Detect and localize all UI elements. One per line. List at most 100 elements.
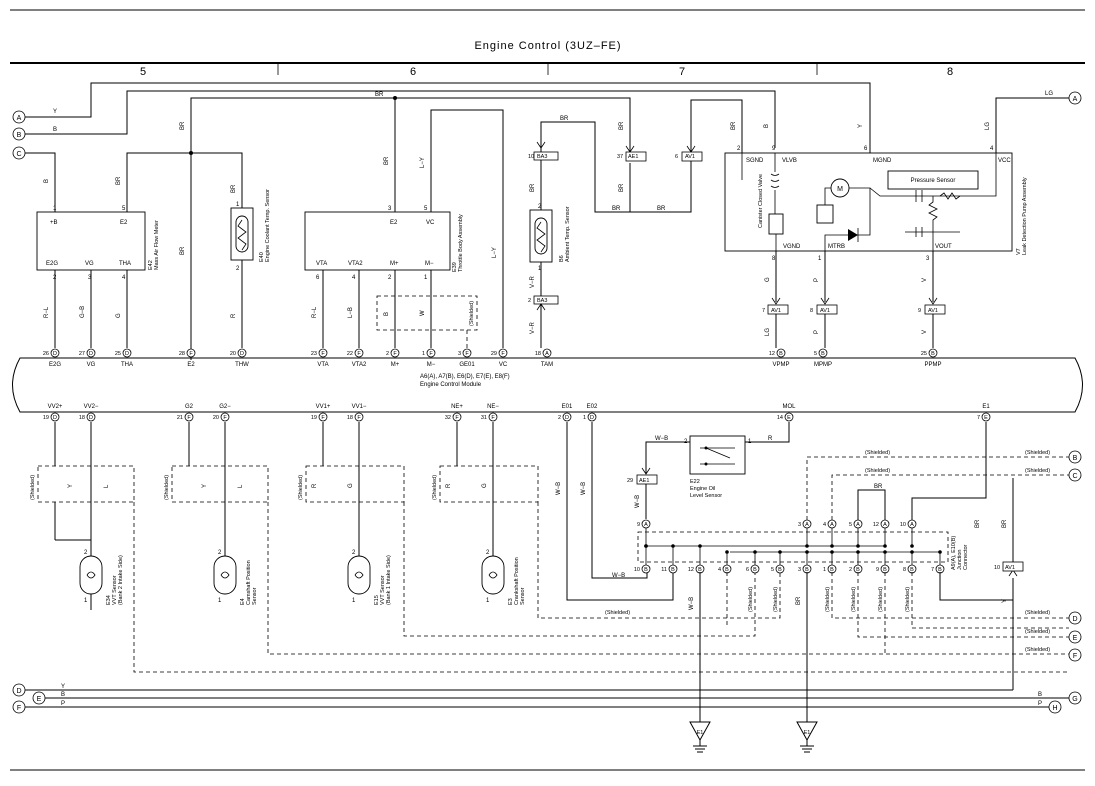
svg-text:B: B — [910, 567, 914, 573]
ecm-pin-vv1[interactable]: VV1−F18 — [347, 404, 367, 422]
junction-pin[interactable]: A4 — [823, 519, 837, 548]
connector-av1-10[interactable]: 10 AV1 — [994, 561, 1024, 577]
right-connector-e[interactable]: E — [1068, 630, 1082, 644]
connector-av1-8[interactable]: 8 AV1 — [810, 297, 838, 315]
junction-pin[interactable]: B6 — [746, 550, 760, 574]
right-connector-b[interactable]: B — [1068, 450, 1082, 464]
component-name: (Bank 2 Intake Side) — [118, 555, 124, 605]
pin-label: VG — [87, 362, 96, 368]
junction-pin[interactable]: B8 — [903, 550, 917, 574]
ecm-pin-g2[interactable]: G2−F20 — [213, 404, 231, 422]
component-name: Leak Detection Pump Assembly — [1022, 177, 1028, 255]
e4-camshaft-sensor[interactable] — [213, 555, 237, 595]
left-connector-e[interactable]: E — [32, 691, 46, 705]
connector-ba3-10[interactable]: 10 BA3 — [528, 141, 559, 161]
ecm-pin-ne[interactable]: NE+F32 — [445, 404, 464, 422]
right-connector-c[interactable]: C — [1068, 468, 1082, 482]
pin-label: MPMP — [814, 362, 832, 368]
connector-av1-6[interactable]: 6 AV1 — [675, 145, 703, 162]
connector-av1-9[interactable]: 9 AV1 — [918, 297, 946, 315]
junction-pin[interactable]: A10 — [900, 519, 917, 548]
e34-vvt-sensor[interactable] — [79, 555, 103, 595]
left-connector-d[interactable]: D — [12, 683, 26, 697]
junction-pin[interactable]: B10 — [634, 544, 651, 574]
svg-text:B: B — [753, 567, 757, 573]
shield-to-e — [857, 572, 1069, 638]
e39-throttle-body[interactable] — [304, 211, 451, 271]
junction-pin[interactable]: A3 — [798, 519, 812, 548]
svg-text:F: F — [17, 705, 21, 712]
ecm-pin-vv2[interactable]: VV2−D18 — [79, 404, 99, 422]
left-connector-b[interactable]: B — [12, 127, 26, 141]
junction-pin[interactable]: B1 — [823, 550, 837, 574]
pin-num: 5 — [814, 351, 817, 357]
junction-pin[interactable]: B3 — [798, 550, 812, 574]
junction-pin[interactable]: A9 — [637, 519, 651, 548]
left-connector-c[interactable]: C — [12, 146, 26, 160]
svg-text:2: 2 — [528, 298, 531, 304]
junction-pin[interactable]: B12 — [688, 544, 705, 574]
wire-br-e1 — [911, 422, 987, 520]
wire-label: R — [312, 483, 318, 488]
right-connector-g[interactable]: G — [1068, 691, 1082, 705]
e3-crankshaft-sensor[interactable] — [481, 555, 505, 595]
connector-ae1-37[interactable]: 37 AE1 — [617, 145, 647, 162]
junction-connector[interactable] — [637, 531, 949, 563]
junction-pin[interactable]: A5 — [849, 519, 863, 548]
pin-num: 2 — [236, 266, 240, 272]
pin-conn: D — [89, 415, 93, 421]
ecm-pin-vv2[interactable]: VV2+D19 — [43, 404, 63, 422]
e15-vvt-sensor[interactable] — [347, 555, 371, 595]
connector-ae1-29[interactable]: 29 AE1 — [627, 467, 658, 485]
right-connector-h[interactable]: H — [1048, 700, 1062, 714]
junction-pin[interactable]: A12 — [873, 519, 890, 548]
e22-oil-level-sensor[interactable] — [689, 435, 746, 475]
left-connector-f[interactable]: F — [12, 700, 26, 714]
junction-pin[interactable]: B5 — [771, 550, 785, 574]
ecm-body[interactable] — [12, 357, 1083, 413]
wire-label: Y — [202, 484, 208, 488]
pin-num: 1 — [424, 275, 428, 281]
right-connector-f[interactable]: F — [1068, 648, 1082, 662]
v7-leak-detection-pump[interactable] — [724, 152, 1013, 252]
pin-label: SGND — [746, 158, 764, 164]
e42-maf-meter[interactable] — [36, 211, 146, 271]
svg-text:11: 11 — [661, 567, 667, 573]
right-connector-d[interactable]: D — [1068, 611, 1082, 625]
ecm-pin-m[interactable]: F1M− — [422, 348, 436, 368]
pin-num: 4 — [990, 146, 994, 152]
junction-pin[interactable]: B7 — [931, 550, 945, 574]
junction-pin[interactable]: B4 — [718, 550, 732, 574]
connector-ba3-2[interactable]: 2 BA3 — [528, 295, 559, 311]
right-connector-a[interactable]: A — [1068, 91, 1082, 105]
pin-num: 2 — [486, 550, 490, 556]
left-connector-a[interactable]: A — [12, 110, 26, 124]
ecm-pin-ne[interactable]: NE−F31 — [481, 404, 500, 422]
connector-av1-7[interactable]: 7 AV1 — [762, 297, 789, 315]
wire-label: BR — [560, 116, 569, 122]
ecm-pin-vv1[interactable]: VV1+F19 — [311, 404, 331, 422]
pin-num: 29 — [491, 351, 497, 357]
junction-pin[interactable]: B11 — [661, 544, 678, 574]
ecm-pin-m[interactable]: F2M+ — [386, 348, 400, 368]
